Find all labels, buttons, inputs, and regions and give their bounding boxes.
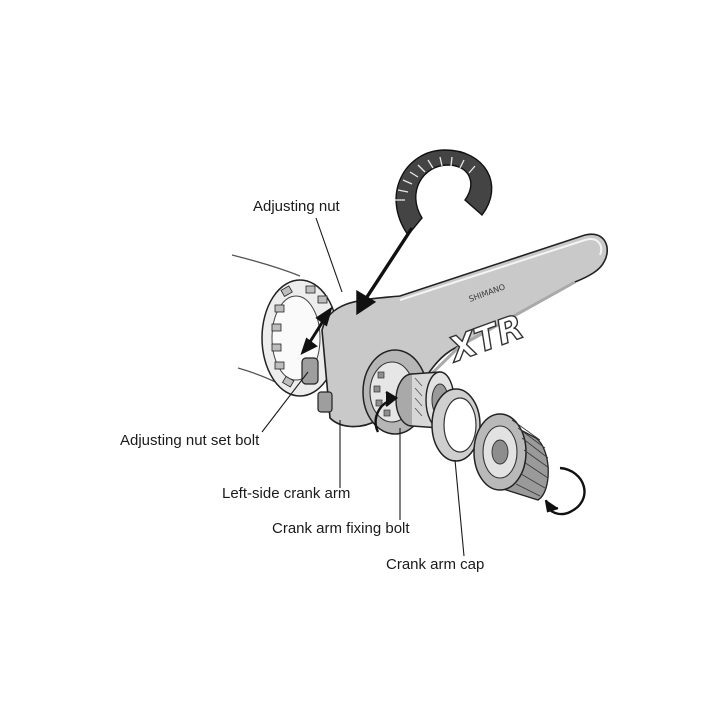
cap-installation-tool: [473, 413, 550, 501]
label-crank-arm-fixing-bolt: Crank arm fixing bolt: [272, 520, 410, 537]
tool-insert-arrow: [356, 227, 414, 316]
crank-arm-cap: [431, 388, 481, 462]
tighten-arrow-bolt: [374, 390, 399, 433]
label-adjusting-nut-set-bolt: Adjusting nut set bolt: [120, 432, 260, 449]
tighten-arrow-tool: [544, 466, 586, 516]
label-crank-arm-cap: Crank arm cap: [386, 556, 485, 573]
label-left-side-crank-arm: Left-side crank arm: [222, 485, 351, 502]
adjust-direction-arrow: [300, 306, 333, 355]
label-adjusting-nut: Adjusting nut: [253, 198, 340, 215]
leader-lines: [261, 217, 465, 557]
adjusting-nut-tool: [395, 149, 493, 237]
